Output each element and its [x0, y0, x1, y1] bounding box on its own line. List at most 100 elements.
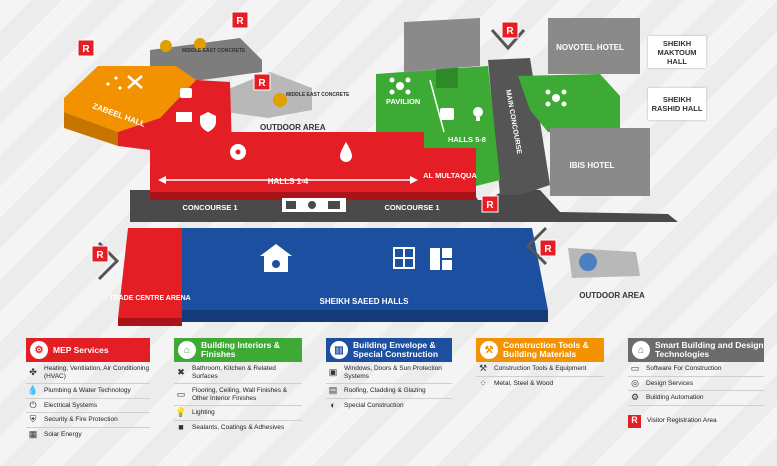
outdoor-area-top-label: OUTDOOR AREA [260, 123, 326, 132]
trade-centre-arena-zone [118, 228, 182, 318]
water-drop-icon: 💧 [27, 385, 39, 395]
legend-item: ▤Roofing, Cladding & Glazing [326, 384, 452, 399]
legend-item: ▦Solar Energy [26, 428, 150, 442]
scaffold-icon [393, 247, 415, 269]
registration-marker[interactable]: R [91, 245, 109, 263]
registration-marker[interactable]: R [501, 21, 519, 39]
outdoor-area-right-pad [568, 248, 640, 278]
house-icon [260, 244, 292, 272]
zabeel-hall-zone [64, 66, 196, 132]
bulb-icon: 💡 [175, 407, 187, 417]
legend-item: ✖Bathroom, Kitchen & Related Surfaces [174, 362, 302, 384]
legend-item: ◐Special Construction [326, 399, 452, 413]
paint-tool-icon [440, 108, 454, 120]
svg-text:R: R [258, 78, 266, 89]
legend-item: ⁘Metal, Steel & Wood [476, 377, 604, 391]
tools-icon: ✖ [177, 366, 185, 377]
halls-5-8-zone [376, 66, 500, 186]
svg-text:R: R [544, 244, 552, 255]
legend-mep: ⚙ MEP Services ✤Heating, Ventilation, Ai… [26, 338, 150, 466]
zabeel-hall-side [64, 112, 118, 146]
halls-arrow-right [410, 176, 418, 184]
venue-floor-plan: R R R R R R R ZABEEL HALL MIDDLE EAST CO… [64, 11, 678, 326]
pavilion-network-icon [389, 77, 411, 95]
registration-marker[interactable]: R [539, 239, 557, 257]
window-icon [430, 248, 452, 270]
shield-icon [200, 112, 216, 132]
legend-item: ▣Windows, Doors & Sun Protection Systems [326, 362, 452, 384]
legend-item: ⏻Electrical Systems [26, 399, 150, 413]
novotel-building [548, 18, 640, 74]
al-multaqua-label: AL MULTAQUA [423, 171, 477, 180]
sponsor-logo-icon [160, 40, 172, 52]
halls-arrow-left [158, 176, 166, 184]
concourse-1-right-label: CONCOURSE 1 [384, 203, 439, 212]
halls-5-8-label: HALLS 5-8 [448, 135, 486, 144]
legend-smart-header: ⌂ Smart Building and Design Technologies [628, 338, 764, 362]
envelope-icon: ▥ [330, 341, 348, 359]
tools-icon [127, 75, 143, 89]
halls-1-4-zone [150, 132, 476, 192]
automation-icon: ⚙ [630, 392, 640, 402]
halls-1-4-side [150, 192, 476, 200]
concourse-icons [282, 198, 346, 212]
sponsor-logo-icon [273, 93, 287, 107]
smart-building-icon: ⌂ [632, 341, 650, 359]
novotel-hotel-label: NOVOTEL HOTEL [556, 43, 624, 52]
svg-text:R: R [506, 26, 514, 37]
legend-tools-header: ⚒ Construction Tools & Building Material… [476, 338, 604, 362]
legend-item-registration: R Visitor Registration Area [628, 412, 764, 431]
pavilion-label: PAVILION [386, 97, 420, 106]
outdoor-area-top-pad [226, 72, 312, 118]
sponsor-logo-text: MIDDLE EAST CONCRETE [286, 92, 350, 98]
sheikh-saeed-halls-label: SHEIKH SAEED HALLS [320, 297, 410, 306]
registration-marker[interactable]: R [253, 73, 271, 91]
solar-panel-icon [176, 112, 192, 122]
sheikh-saeed-side [182, 310, 548, 322]
legend-item: ◎Design Services [628, 377, 764, 391]
grey-tower-left [404, 18, 480, 72]
legend-item: ■Sealants, Coatings & Adhesives [174, 421, 302, 435]
interiors-icon: ⌂ [178, 341, 196, 359]
legend-item: ⛨Security & Fire Protection [26, 413, 150, 428]
fan-icon: ✤ [29, 366, 37, 377]
ibis-hotel-label: IBIS HOTEL [570, 161, 615, 170]
green-zone-right [518, 74, 620, 132]
legend-smart: ⌂ Smart Building and Design Technologies… [628, 338, 764, 466]
plug-icon [180, 88, 192, 98]
green-block [436, 66, 458, 88]
ibis-building [550, 128, 650, 196]
mep-icon: ⚙ [30, 341, 48, 359]
svg-text:R: R [96, 250, 104, 261]
legend-item: ▭Flooring, Ceiling, Wall Finishes & Othe… [174, 384, 302, 406]
trade-centre-arena-label: TRADE CENTRE ARENA [109, 295, 190, 302]
sponsor-logo-text: MIDDLE EAST CONCRETE [182, 48, 246, 54]
legend-item: 💧Plumbing & Water Technology [26, 384, 150, 399]
entry-chevron-top [490, 29, 526, 51]
legend-tools: ⚒ Construction Tools & Building Material… [476, 338, 604, 466]
legend-interiors: ⌂ Building Interiors & Finishes ✖Bathroo… [174, 338, 302, 466]
sponsor-logo-icon [194, 38, 206, 50]
hammer-icon: ⚒ [478, 363, 488, 373]
registration-marker[interactable]: R [77, 39, 95, 57]
registration-marker[interactable]: R [231, 11, 249, 29]
registration-marker[interactable]: R [481, 195, 499, 213]
entry-chevron-right [525, 226, 548, 266]
sheikh-rashid-hall-tag: SHEIKH RASHID HALL [648, 88, 706, 120]
legend-envelope-header: ▥ Building Envelope & Special Constructi… [326, 338, 452, 362]
legend-interiors-header: ⌂ Building Interiors & Finishes [174, 338, 302, 362]
sponsor-logo-icon [579, 253, 597, 271]
metal-icon: ⁘ [479, 377, 487, 388]
legend-item: ✤Heating, Ventilation, Air Conditioning … [26, 362, 150, 384]
registration-icon: R [628, 414, 641, 428]
window-icon: ▣ [328, 366, 338, 377]
legend-item: ⚒Construction Tools & Equipment [476, 362, 604, 377]
water-drop-icon [340, 142, 352, 162]
sheikh-maktoum-hall-tag: SHEIKH MAKTOUM HALL [648, 36, 706, 68]
solar-panel-icon: ▦ [28, 428, 38, 439]
svg-text:R: R [236, 16, 244, 27]
paint-roller-icon: ▭ [176, 388, 186, 399]
roof-icon: ▤ [328, 385, 338, 395]
legend-item: ▭Software For Construction [628, 362, 764, 377]
